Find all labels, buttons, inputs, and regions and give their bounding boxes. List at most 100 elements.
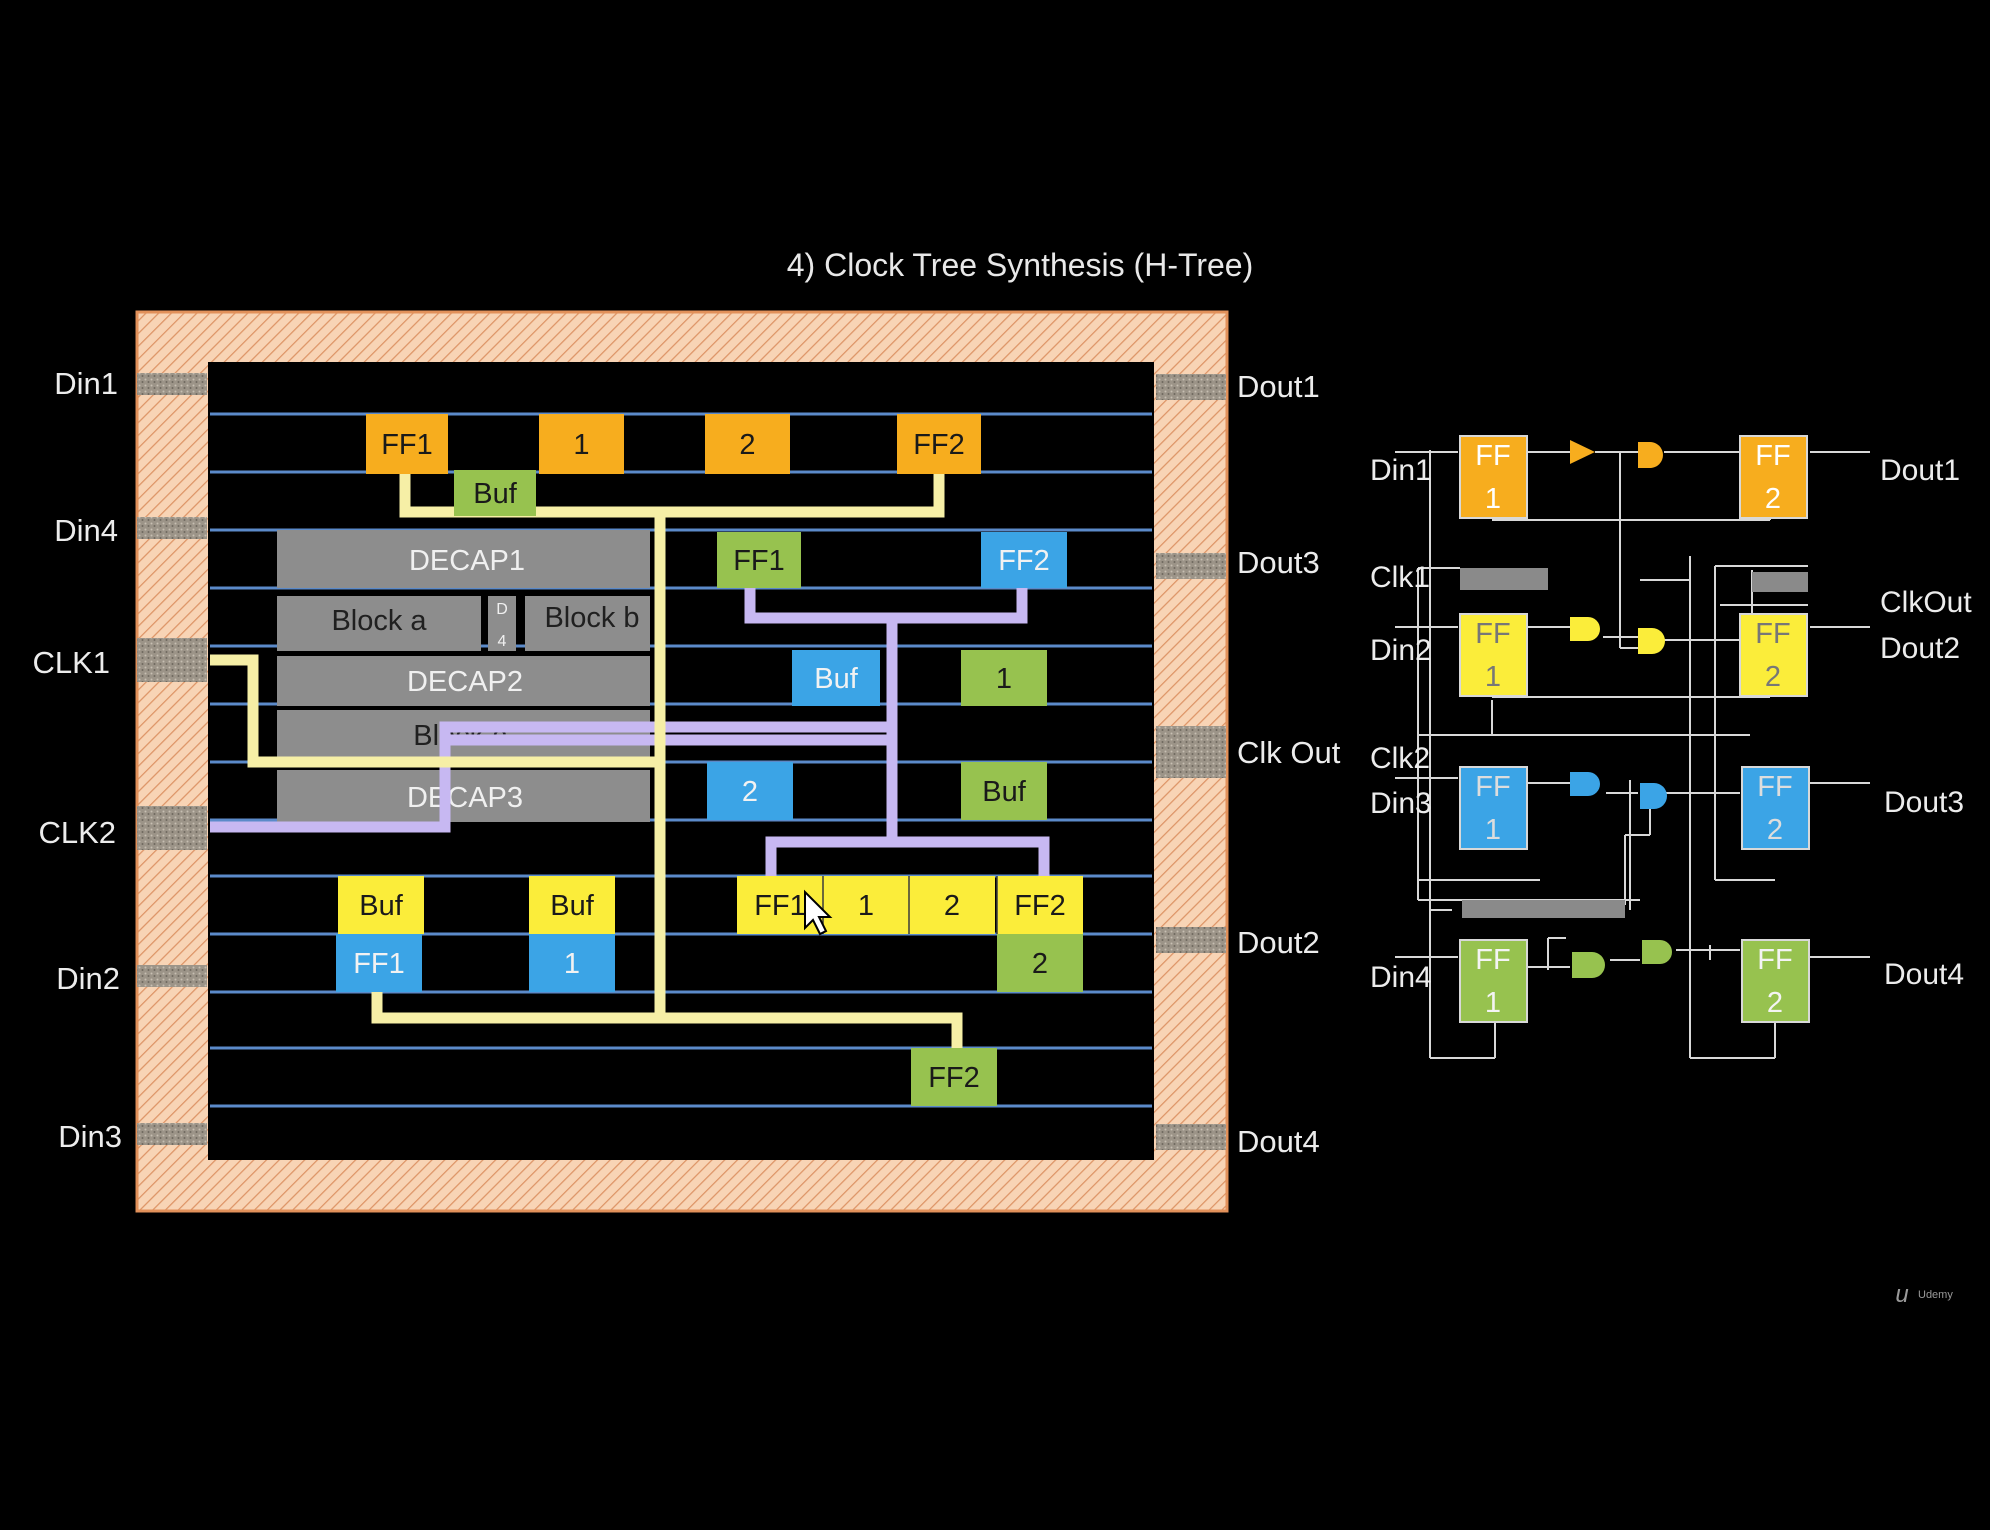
pad-dout1 bbox=[1156, 374, 1226, 400]
clk-buffer-1 bbox=[1460, 568, 1548, 590]
cell-label: FF1 bbox=[733, 545, 785, 577]
svg-text:FF: FF bbox=[1757, 771, 1792, 803]
pad-clk2 bbox=[137, 806, 207, 850]
svg-text:FF: FF bbox=[1757, 944, 1792, 976]
cell-label: 2 bbox=[739, 429, 755, 461]
cell-label: FF1 bbox=[381, 429, 433, 461]
cell-label: FF2 bbox=[998, 545, 1050, 577]
svg-text:FF: FF bbox=[1755, 440, 1790, 472]
cell-orange-ff2: FF2 bbox=[897, 414, 981, 474]
slide-title: 4) Clock Tree Synthesis (H-Tree) bbox=[787, 247, 1253, 283]
sch-label-din2: Din2 bbox=[1370, 634, 1432, 667]
pad-din2 bbox=[137, 965, 207, 987]
pad-clk1 bbox=[137, 638, 207, 682]
sch-label-clk1: Clk1 bbox=[1370, 561, 1430, 594]
cell-yellow-ff2: FF2 bbox=[997, 876, 1083, 934]
decap1-label: DECAP1 bbox=[409, 545, 525, 577]
svg-text:1: 1 bbox=[1485, 661, 1501, 693]
schematic-ff-din1-1: FF 1 bbox=[1459, 435, 1528, 519]
cell-label: 1 bbox=[573, 429, 589, 461]
decap3-block bbox=[277, 770, 650, 822]
cell-label: Buf bbox=[473, 478, 517, 510]
svg-text:1: 1 bbox=[1485, 987, 1501, 1019]
decap2-label: DECAP2 bbox=[407, 666, 523, 698]
sch-label-clk2: Clk2 bbox=[1370, 742, 1430, 775]
pin-label-clk1: CLK1 bbox=[32, 645, 110, 680]
cell-box bbox=[792, 650, 880, 706]
clock-tree-clk1 bbox=[210, 470, 963, 1050]
pad-dout2 bbox=[1156, 927, 1226, 953]
pad-dout4 bbox=[1156, 1124, 1226, 1150]
sch-label-dout1: Dout1 bbox=[1880, 454, 1960, 487]
cell-box bbox=[897, 414, 981, 474]
cell-box bbox=[911, 1048, 997, 1106]
cell-box bbox=[823, 876, 909, 934]
cell-label: 1 bbox=[564, 948, 580, 980]
sch-label-dout2: Dout2 bbox=[1880, 632, 1960, 665]
decap3-label: DECAP3 bbox=[407, 782, 523, 814]
cell-label: FF1 bbox=[754, 890, 806, 922]
svg-text:1: 1 bbox=[1485, 483, 1501, 515]
cell-label: Buf bbox=[814, 663, 858, 695]
svg-text:2: 2 bbox=[1765, 483, 1781, 515]
cell-label: 2 bbox=[742, 776, 758, 808]
schematic-ff-din2-1: FF 1 bbox=[1459, 613, 1528, 697]
schematic-wires bbox=[1395, 448, 1870, 1059]
buffer-gate-icon bbox=[1570, 440, 1595, 464]
cell-orange-1: 1 bbox=[539, 414, 624, 474]
svg-text:2: 2 bbox=[1765, 661, 1781, 693]
clk-buffer-3 bbox=[1462, 900, 1625, 918]
cell-label: Buf bbox=[359, 890, 403, 922]
cell-green-buf: Buf bbox=[454, 470, 536, 516]
pad-clkout bbox=[1156, 726, 1226, 778]
cell-label: Buf bbox=[550, 890, 594, 922]
d4-label-top: D bbox=[496, 601, 508, 618]
svg-text:2: 2 bbox=[1767, 814, 1783, 846]
pad-din3 bbox=[137, 1123, 207, 1145]
svg-text:u: u bbox=[1895, 1281, 1908, 1308]
and-gate-icon bbox=[1638, 442, 1663, 468]
cell-box bbox=[529, 934, 615, 992]
pin-label-din3: Din3 bbox=[58, 1119, 122, 1154]
chip-layout: DECAP1 Block a D 4 Block b DECAP2 Block … bbox=[135, 310, 1229, 1213]
cell-label: FF2 bbox=[1014, 890, 1066, 922]
svg-text:FF: FF bbox=[1755, 618, 1790, 650]
and-gate-icon bbox=[1570, 772, 1600, 796]
pin-label-clkout: Clk Out bbox=[1237, 735, 1341, 770]
pin-label-dout4: Dout4 bbox=[1237, 1124, 1320, 1159]
cell-label: FF2 bbox=[928, 1062, 980, 1094]
cell-label: 2 bbox=[944, 890, 960, 922]
udemy-logo-icon: u bbox=[1895, 1281, 1908, 1308]
pad-din4 bbox=[137, 517, 207, 539]
layout-pin-labels: Din1 Din4 CLK1 CLK2 Din2 Din3 Dout1 Dout… bbox=[32, 366, 1340, 1159]
io-pads bbox=[137, 373, 1226, 1150]
sch-label-din4: Din4 bbox=[1370, 961, 1432, 994]
cell-label: FF2 bbox=[913, 429, 965, 461]
block-a-label: Block a bbox=[331, 605, 427, 637]
pin-label-dout3: Dout3 bbox=[1237, 545, 1320, 580]
cell-box bbox=[909, 876, 995, 934]
cell-orange-ff1: FF1 bbox=[366, 414, 448, 474]
and-gate-icon bbox=[1640, 783, 1667, 809]
mouse-pointer-icon bbox=[804, 889, 833, 936]
cell-green-ff2: FF2 bbox=[911, 1048, 997, 1106]
sch-label-dout3: Dout3 bbox=[1884, 786, 1964, 819]
cell-blue-1: 1 bbox=[529, 934, 615, 992]
cell-green-2: 2 bbox=[997, 934, 1083, 992]
cell-label: 1 bbox=[996, 663, 1012, 695]
pin-label-din2: Din2 bbox=[56, 961, 120, 996]
schematic-ff-din3-2: FF 2 bbox=[1741, 766, 1810, 850]
block-b-label: Block b bbox=[544, 602, 639, 634]
cell-label: 2 bbox=[1032, 948, 1048, 980]
watermark-text: Udemy bbox=[1918, 1289, 1953, 1301]
cell-box bbox=[961, 650, 1047, 706]
sch-label-clkout: ClkOut bbox=[1880, 586, 1972, 619]
block-b bbox=[525, 596, 650, 651]
cell-box bbox=[705, 414, 790, 474]
cell-yellow-buf: Buf bbox=[529, 876, 615, 934]
svg-text:FF: FF bbox=[1475, 618, 1510, 650]
schematic-ff-din4-1: FF 1 bbox=[1459, 939, 1528, 1023]
schematic-ff-din2-2: FF 2 bbox=[1739, 613, 1808, 697]
sch-label-dout4: Dout4 bbox=[1884, 958, 1964, 991]
